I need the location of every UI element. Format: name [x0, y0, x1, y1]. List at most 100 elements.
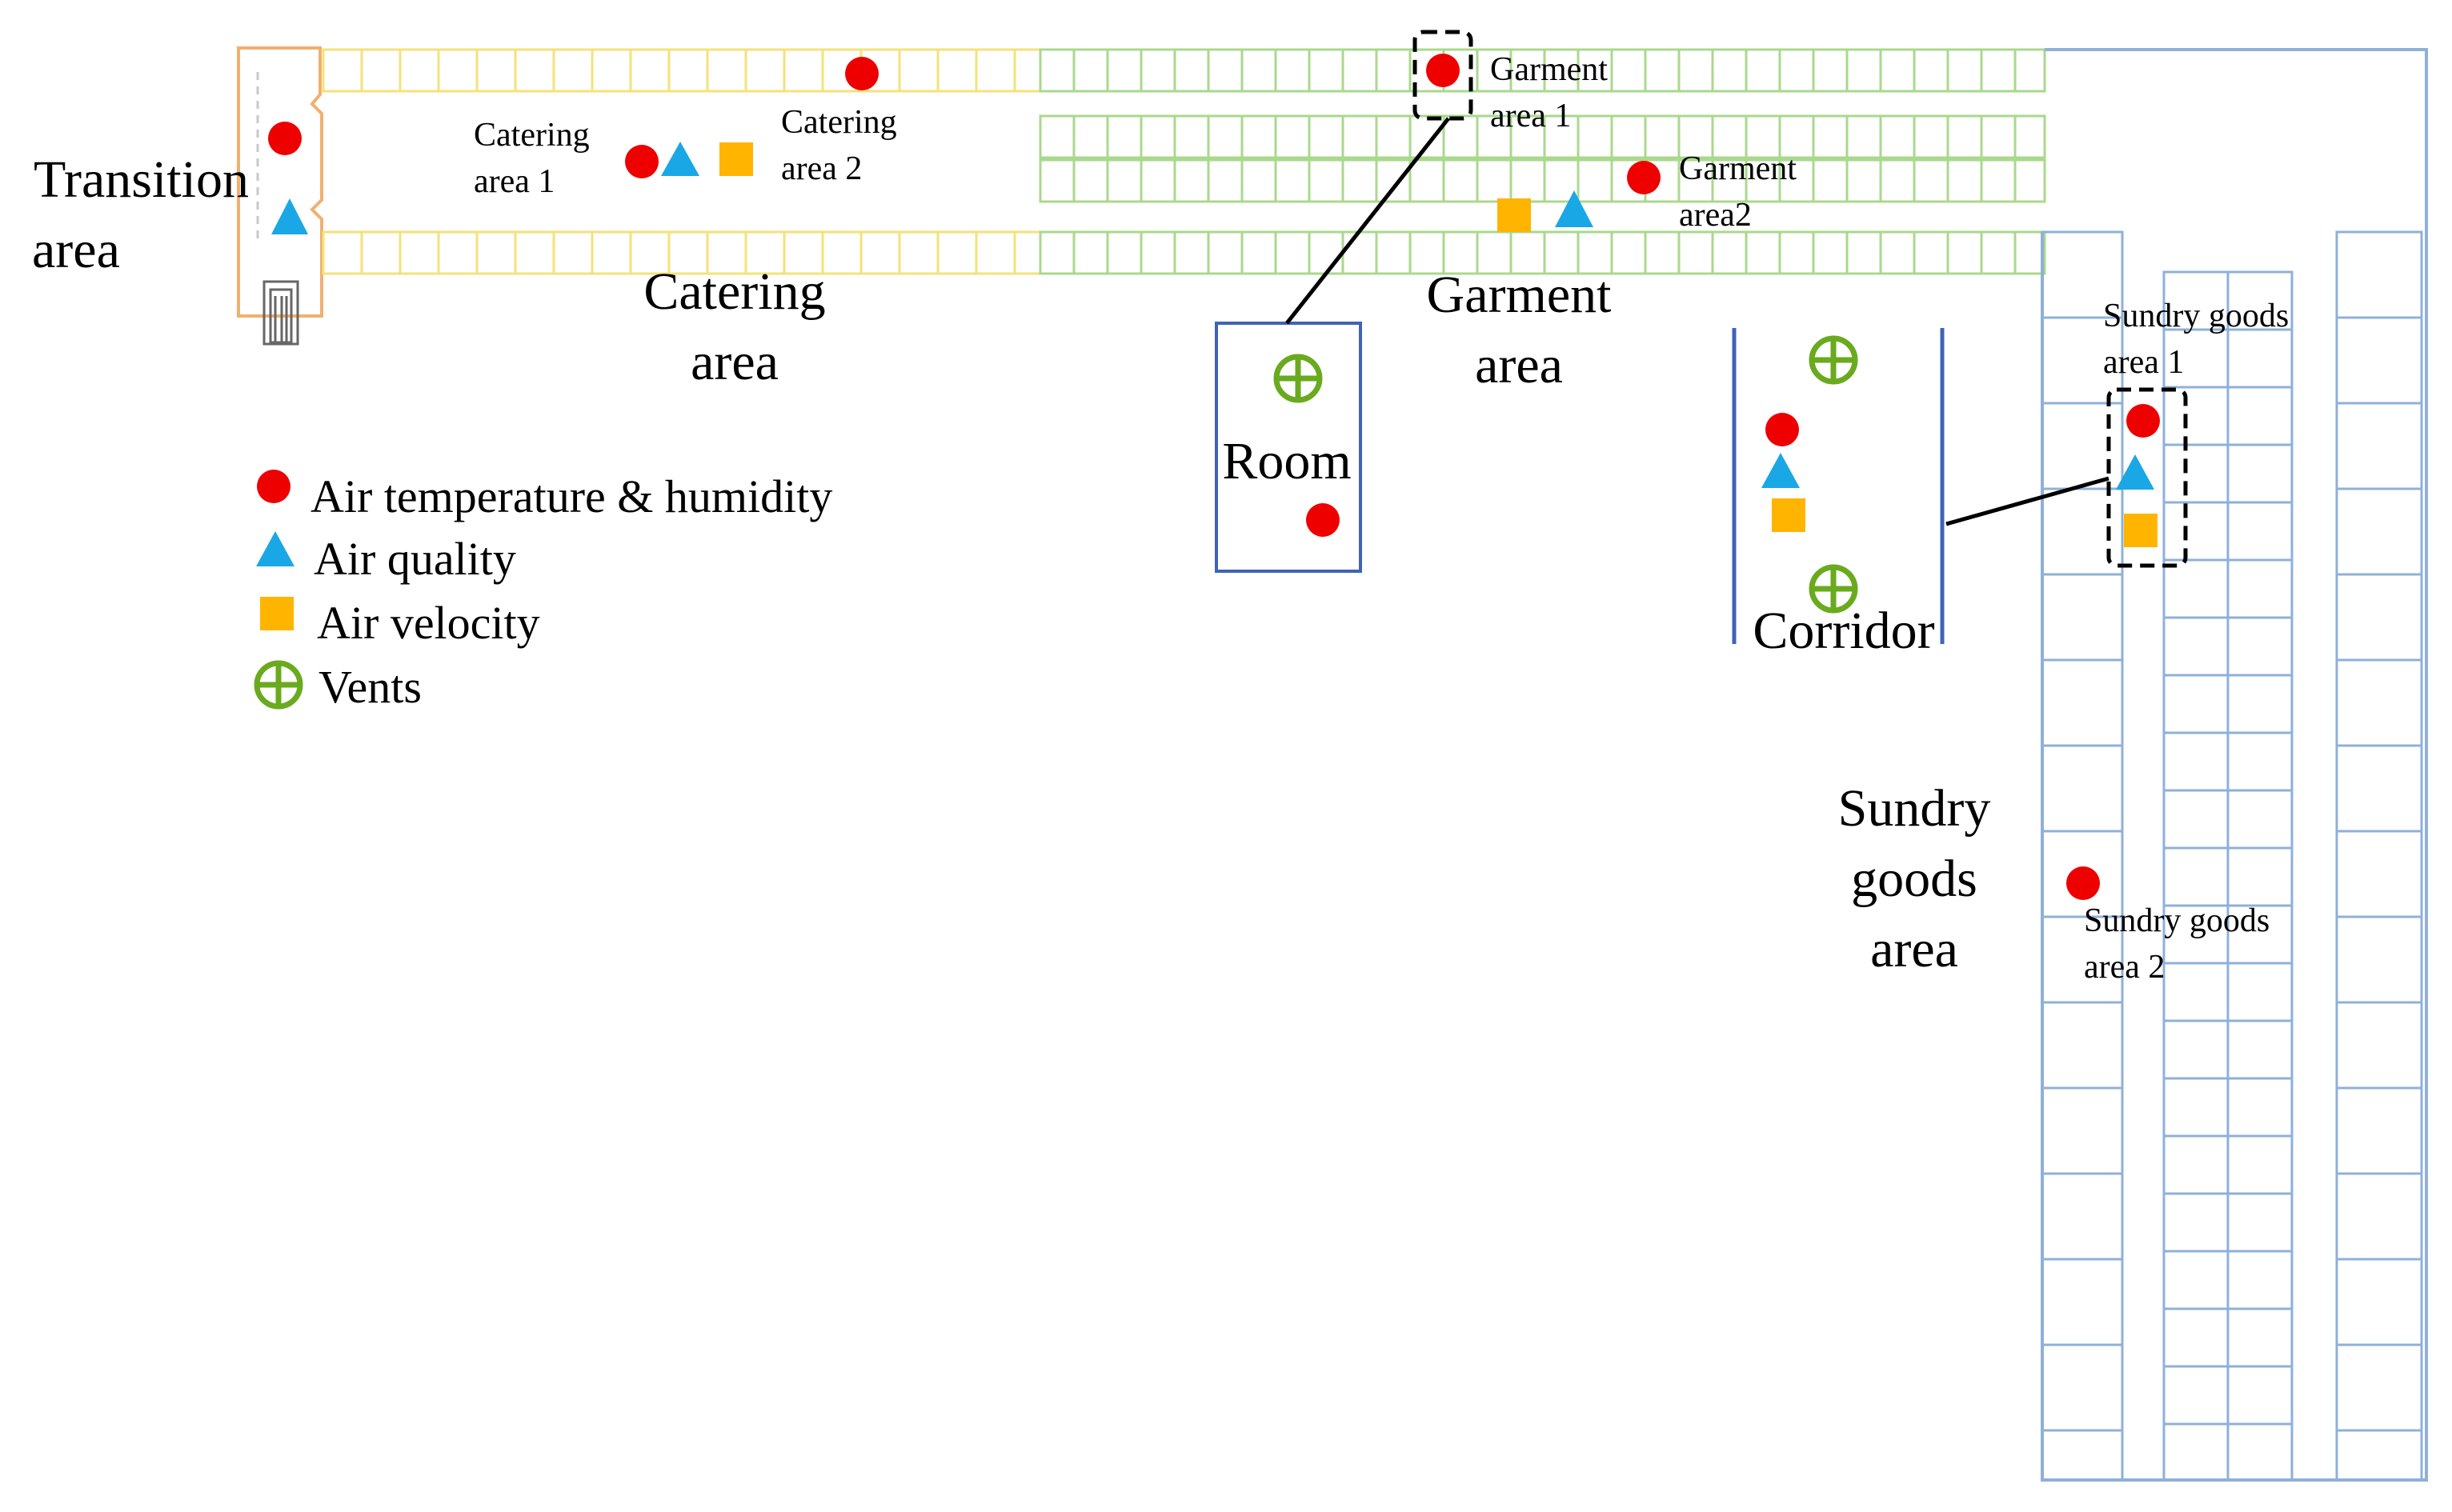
- garment-shelf-cell: [1711, 230, 1748, 275]
- legend-item-label: Vents: [319, 661, 422, 713]
- garment-shelf-cell: [1577, 158, 1613, 203]
- sundry-shelf-cell: [2162, 962, 2230, 1022]
- garment-area-1-label: area 1: [1490, 98, 1571, 134]
- sundry-shelf-cell: [2226, 846, 2294, 907]
- legend-item-label: Air quality: [314, 533, 516, 585]
- garment-shelf-cell: [1610, 114, 1647, 159]
- catering-area-label: Catering: [643, 262, 825, 321]
- catering-shelf-cell: [399, 230, 440, 275]
- sundry-shelf-cell: [2162, 443, 2230, 504]
- garment-shelf-cell: [1072, 114, 1109, 159]
- garment-shelf-cell: [1913, 48, 1949, 93]
- garment-shelf-cell: [1173, 158, 1210, 203]
- sundry-shelf-cell: [2162, 674, 2230, 734]
- garment-shelves: [1039, 48, 2046, 275]
- garment-shelf-cell: [1913, 158, 1949, 203]
- catering-area-2-label: area 2: [781, 150, 862, 187]
- sundry-shelf-cell: [2335, 1001, 2423, 1090]
- air-velocity-sensor: [2124, 514, 2158, 547]
- garment-shelf-cell: [1644, 230, 1681, 275]
- sundry-shelf-cell: [2226, 386, 2294, 446]
- garment-shelf-cell: [2013, 230, 2046, 275]
- garment-shelf-cell: [1072, 230, 1109, 275]
- sundry-shelf-cell: [2335, 487, 2423, 576]
- sundry-shelf-cell: [2041, 1429, 2124, 1482]
- garment-shelf-cell: [1140, 230, 1176, 275]
- garment-shelf-cell: [1240, 158, 1277, 203]
- garment-shelf-cell: [1946, 48, 1983, 93]
- sundry-area-label: area: [1870, 920, 1958, 978]
- catering-shelf-cell: [859, 230, 901, 275]
- garment-shelf-cell: [1610, 230, 1647, 275]
- garment-shelf-cell: [1913, 230, 1949, 275]
- garment-room-leader-line: [1285, 117, 1450, 325]
- sundry-shelf-cell: [2226, 328, 2294, 389]
- sundry-shelf-cell: [2041, 1086, 2124, 1175]
- air-quality-sensor: [661, 142, 699, 176]
- sundry-shelf-cell: [2335, 230, 2423, 319]
- garment-shelf-cell: [1845, 230, 1882, 275]
- sundry-shelf-cell: [2226, 731, 2294, 792]
- garment-shelf-cell: [1610, 48, 1647, 93]
- sundry-outer-wall: [2041, 48, 2428, 1482]
- garment-shelf-cell: [1812, 114, 1849, 159]
- vent-icon: [1809, 564, 1858, 614]
- garment-shelf-cell: [1341, 158, 1378, 203]
- garment-area-1-label: Garment: [1490, 51, 1608, 88]
- garment-shelf-cell: [1207, 114, 1244, 159]
- catering-area-2-label: Catering: [781, 104, 897, 141]
- sundry-area-label: Sundry: [1838, 779, 1991, 838]
- garment-shelf-cell: [1946, 230, 1983, 275]
- sundry-area-1-callout: [2106, 387, 2188, 568]
- sundry-shelf-cell: [2226, 1307, 2294, 1368]
- garment-shelf-cell: [1476, 158, 1512, 203]
- area-labels: Transition area Catering area Garment ar…: [32, 150, 1990, 978]
- sundry-shelf-cell: [2226, 616, 2294, 677]
- catering-shelf-cell: [514, 230, 555, 275]
- sundry-shelf-cell: [2162, 1077, 2230, 1138]
- vent-icon: [1273, 354, 1323, 403]
- sundry-shelf-cell: [2335, 1172, 2423, 1261]
- garment-shelf-cell: [1812, 158, 1849, 203]
- garment-shelf-cell: [1980, 48, 2017, 93]
- sundry-area-1-label: area 1: [2103, 344, 2184, 381]
- sundry-shelf-cell: [2335, 402, 2423, 490]
- garment-shelf-cell: [1778, 230, 1815, 275]
- garment-shelf-cell: [2013, 114, 2046, 159]
- sundry-shelf-cell: [2335, 1429, 2423, 1482]
- garment-shelf-cell: [1106, 158, 1143, 203]
- catering-shelf-cell: [475, 230, 517, 275]
- garment-shelf-cell: [1308, 48, 1344, 93]
- sundry-shelf-cell: [2226, 674, 2294, 734]
- temp-humidity-sensor: [268, 122, 302, 155]
- air-velocity-sensor: [1497, 198, 1531, 232]
- garment-shelf-cell: [1274, 230, 1311, 275]
- garment-shelf-cell: [1879, 230, 1916, 275]
- garment-shelf-cell: [1308, 158, 1344, 203]
- sundry-shelf-cell: [2335, 1086, 2423, 1175]
- legend-item-label: Air velocity: [317, 597, 540, 649]
- sundry-shelf-cell: [2162, 731, 2230, 792]
- legend-temp-humidity-icon: [257, 470, 290, 503]
- catering-shelf-cell: [975, 230, 1016, 275]
- garment-shelf-cell: [1509, 158, 1546, 203]
- temp-humidity-sensor: [625, 145, 659, 178]
- catering-shelf-cell: [936, 48, 978, 93]
- room-label: Room: [1222, 432, 1351, 490]
- sensors: [268, 54, 2160, 900]
- garment-shelf-cell: [1106, 230, 1143, 275]
- garment-shelf-cell: [1140, 158, 1176, 203]
- garment-shelf-cell: [1140, 48, 1176, 93]
- garment-shelf-cell: [1274, 158, 1311, 203]
- sundry-shelf-cell: [2226, 443, 2294, 504]
- temp-humidity-sensor: [845, 57, 879, 90]
- catering-shelf-cell: [360, 230, 402, 275]
- sundry-shelf-cell: [2162, 1134, 2230, 1195]
- garment-shelf-cell: [1812, 230, 1849, 275]
- sundry-shelf-cell: [2162, 1365, 2230, 1426]
- air-quality-sensor: [2116, 454, 2154, 490]
- garment-shelf-cell: [1341, 48, 1378, 93]
- catering-shelf-cell: [629, 48, 671, 93]
- catering-shelf-cell: [475, 48, 517, 93]
- legend-air-velocity-icon: [260, 597, 294, 630]
